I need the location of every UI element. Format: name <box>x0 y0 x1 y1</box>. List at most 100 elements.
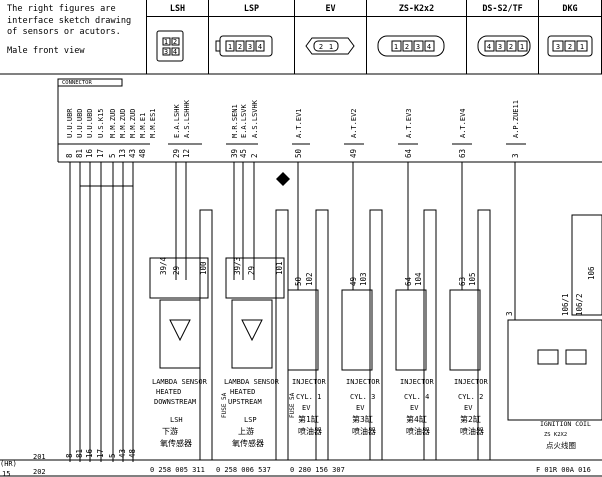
ev-connector-icon <box>305 37 355 55</box>
injector-title: INJECTOR <box>400 378 435 386</box>
sensor-title: LAMBDA SENSOR <box>224 378 280 386</box>
injector-pin: 49 <box>349 277 358 286</box>
connector-pin-label: 3 <box>164 48 168 56</box>
pin-number: 45 <box>239 149 248 158</box>
injector-title: INJECTOR <box>292 378 327 386</box>
connector-pin-label: 3 <box>556 43 560 51</box>
lsp-connector-icon <box>215 35 273 57</box>
coil-cn: 点火线圈 <box>546 440 576 450</box>
bottom-hr: (HR) <box>0 460 17 468</box>
wire-label: A.S.LSHHK <box>183 99 191 138</box>
sensor-title: DOWNSTREAM <box>154 398 196 406</box>
sensor-pin: 101 <box>275 261 284 275</box>
pin-number: 3 <box>511 153 520 158</box>
injector-cn: 喷油器 <box>460 426 484 436</box>
bottom-row-num: 201 <box>33 453 46 461</box>
connector-name: EV <box>325 3 336 13</box>
connector-pin-label: 1 <box>580 43 584 51</box>
connector-pin-label: 2 <box>173 38 177 46</box>
connector-pin-label: 2 <box>568 43 572 51</box>
pin-number: 81 <box>75 149 84 158</box>
connector-pin-label: 1 <box>228 43 232 51</box>
wire-label: A.S.LSVHK <box>251 99 259 138</box>
sensor-title: UPSTREAM <box>228 398 262 406</box>
connector-pin-label: 2 <box>238 43 242 51</box>
wire-label: U.U.UBR <box>66 108 74 138</box>
ds-connector-icon <box>477 35 531 57</box>
sensor-cn: 下游 <box>162 426 178 436</box>
injector-cyl: CYL. 4 <box>404 393 429 401</box>
injector-pin: 104 <box>414 272 423 286</box>
coil-pin: 106/2 <box>575 293 584 316</box>
injector-pin: 105 <box>468 272 477 286</box>
wire-label: M.M.ES1 <box>149 108 157 138</box>
injector-pin: 64 <box>404 276 413 286</box>
note-line: interface sketch drawing <box>7 15 132 26</box>
pin-number: 12 <box>182 149 191 158</box>
injector-cn: 第2缸 <box>460 414 481 424</box>
injector-pin: 102 <box>305 272 314 286</box>
fuse-label: FUSE 5A <box>289 392 296 418</box>
wire-label: M.R.SEN1 <box>231 104 239 138</box>
part-number: F 01R 00A 016 <box>536 466 591 474</box>
connector-header-ev: EV <box>294 0 366 74</box>
connector-tag: CONNECTOR <box>62 80 92 86</box>
bottom-row-num: 15 <box>2 470 10 477</box>
injector-cn: 喷油器 <box>352 426 376 436</box>
lsh-connector-icon <box>156 30 184 62</box>
connector-pin-label: 4 <box>258 43 262 51</box>
injector-pin: 103 <box>359 272 368 286</box>
injector-code: EV <box>410 404 419 412</box>
pin-number: 63 <box>458 149 467 158</box>
injector-pin: 63 <box>458 277 467 286</box>
bottom-pin: 81 <box>75 449 84 458</box>
coil-pin: 106/1 <box>561 293 570 316</box>
connector-pin-label: 2 <box>509 43 513 51</box>
connector-pin-label: 3 <box>248 43 252 51</box>
part-number: 0 280 156 307 <box>290 466 345 474</box>
wire-label: U.U.UBD <box>76 108 84 138</box>
sensor-pin: 100 <box>199 261 208 275</box>
wire-label: M.M.ZUD <box>119 108 127 138</box>
injector-code: EV <box>356 404 365 412</box>
part-number: 0 258 006 537 <box>216 466 271 474</box>
wire-label: U.S.K15 <box>97 108 105 138</box>
note-line: The right figures are <box>7 4 116 14</box>
injector-title: INJECTOR <box>454 378 489 386</box>
injector-cyl: CYL. 2 <box>458 393 483 401</box>
part-number: 0 258 005 311 <box>150 466 205 474</box>
coil-pin: 106 <box>587 266 596 280</box>
wire-label: M.M.ZUD <box>129 108 137 138</box>
bottom-pin: 43 <box>118 449 127 458</box>
sensor-cn: 上游 <box>238 426 254 436</box>
wire-label: E.A.LSHK <box>173 103 181 138</box>
connector-name: DKG <box>562 3 578 13</box>
connector-pin-label: 1 <box>394 43 398 51</box>
connector-pin-label: 4 <box>173 48 177 56</box>
coil-code: ZS K2X2 <box>544 432 567 438</box>
injector-title: INJECTOR <box>346 378 381 386</box>
wire-label: U.U.UBD <box>86 108 94 138</box>
intro-note: The right figures are interface sketch d… <box>7 4 143 57</box>
coil-pin: 3 <box>505 311 514 316</box>
connector-name: LSP <box>243 3 260 13</box>
bottom-pin: 8 <box>65 453 74 458</box>
sensor-cn: 氧传感器 <box>160 438 192 448</box>
note-line: Male front view <box>7 45 85 56</box>
injector-cn: 第3缸 <box>352 414 373 424</box>
injector-cn: 第4缸 <box>406 414 427 424</box>
zs-connector-icon <box>377 35 445 57</box>
pin-number: 50 <box>294 148 303 158</box>
connector-pin-label: 4 <box>487 43 491 51</box>
sensor-code: LSP <box>244 416 257 424</box>
bottom-pin: 5 <box>108 453 117 458</box>
connector-name: DS-S2/TF <box>482 3 523 13</box>
sensor-pin: 29 <box>172 266 181 275</box>
pin-number: 16 <box>85 148 94 158</box>
wire-label: M.M.ZUD <box>109 108 117 138</box>
pin-number: 29 <box>172 149 181 158</box>
connector-header-zs: ZS-K2x2 <box>366 0 466 74</box>
sensor-cn: 氧传感器 <box>232 438 264 448</box>
pin-number: 43 <box>128 149 137 158</box>
